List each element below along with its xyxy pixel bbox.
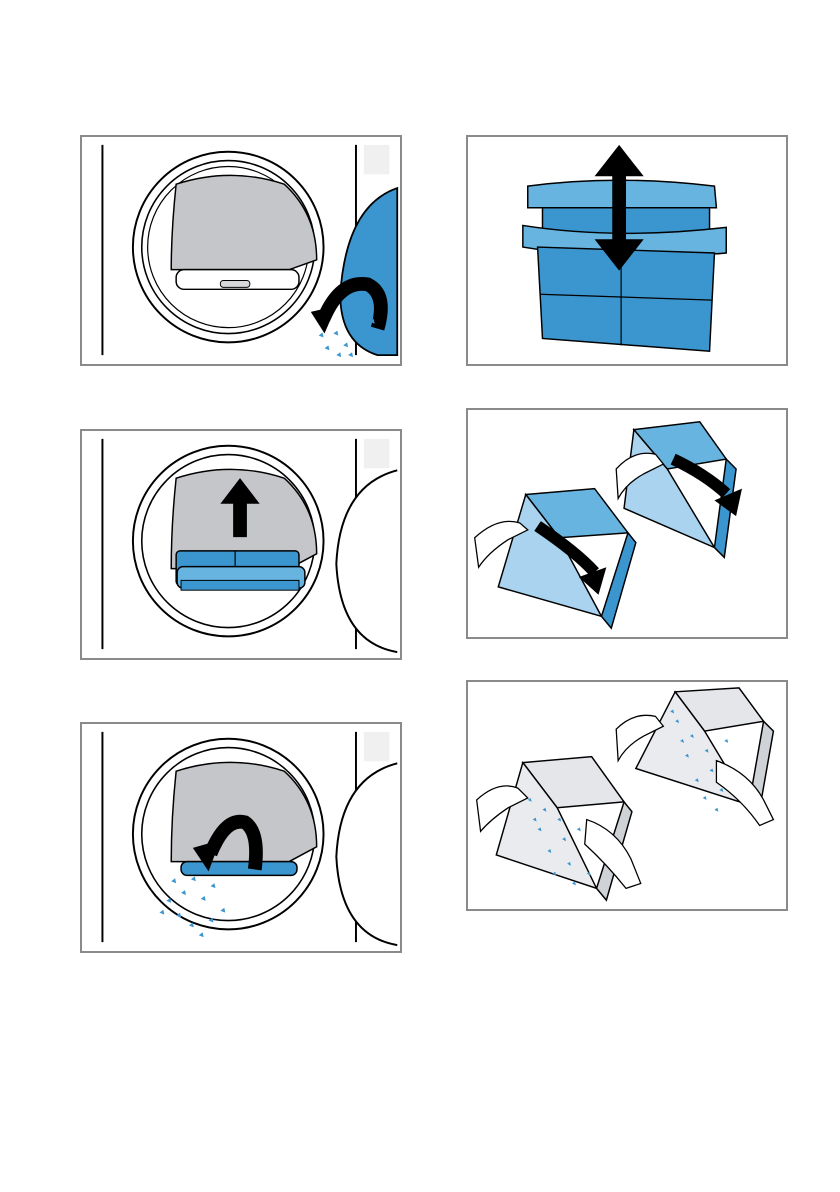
filter-open-illustration <box>468 410 786 637</box>
filter-separate-illustration <box>468 137 786 364</box>
filter-clean-illustration <box>468 682 786 909</box>
step-illustration-5 <box>466 408 788 639</box>
door-fluff-illustration <box>82 724 400 951</box>
step-illustration-4 <box>466 135 788 366</box>
blue-flap <box>340 188 397 355</box>
filter-lift-illustration <box>82 431 400 658</box>
step-illustration-1 <box>80 135 402 366</box>
dryer-door-illustration <box>82 137 400 364</box>
step-illustration-3 <box>80 722 402 953</box>
step-illustration-6 <box>466 680 788 911</box>
step-illustration-2 <box>80 429 402 660</box>
